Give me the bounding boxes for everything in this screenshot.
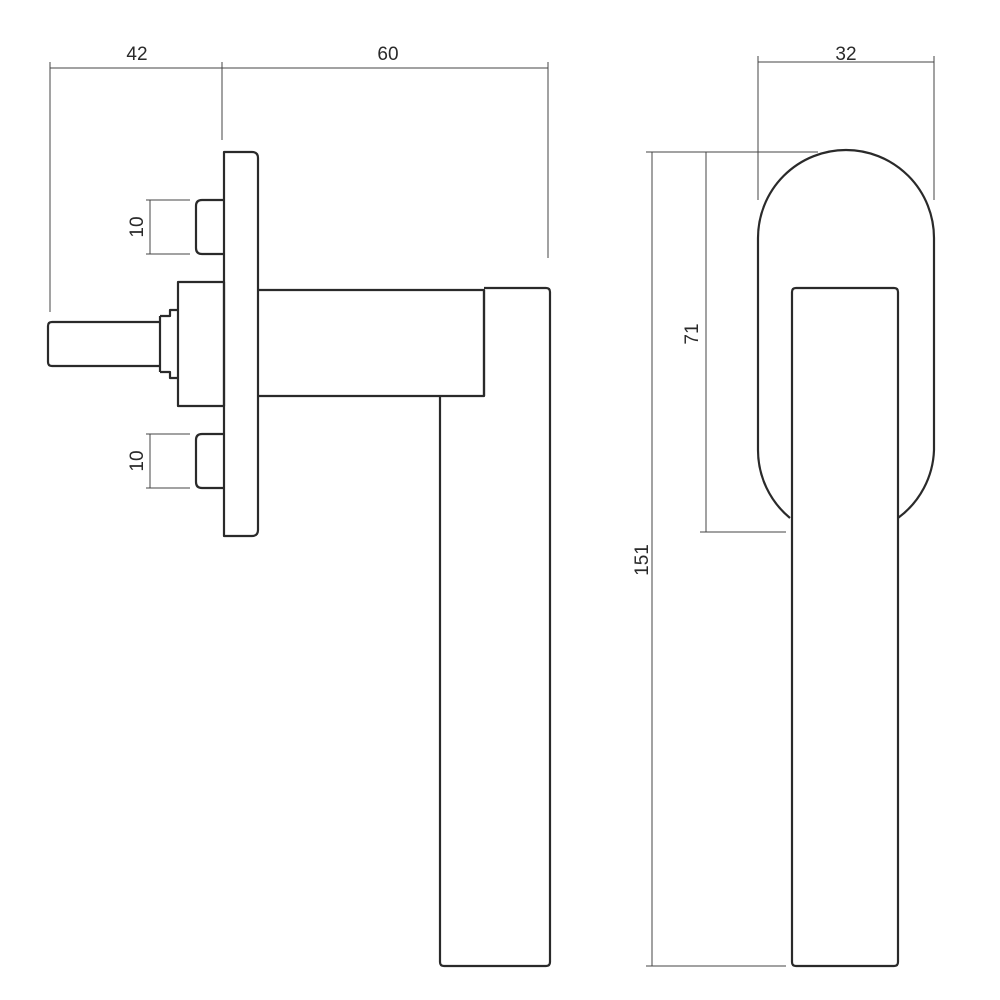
dimension-rose-height: 71 <box>682 151 818 533</box>
dimension-screw-lower: 10 <box>127 433 190 489</box>
handle-lever-front <box>790 286 900 968</box>
dimension-rose-width: 32 <box>757 44 935 200</box>
fixing-screw-upper <box>194 198 224 256</box>
dimension-label: 60 <box>377 44 398 65</box>
dimension-label: 10 <box>127 216 148 237</box>
spindle <box>46 320 160 368</box>
dimension-total-height: 151 <box>632 151 786 967</box>
front-view: 32 71 151 <box>632 44 936 968</box>
mounting-block <box>176 280 226 408</box>
handle-neck <box>258 288 486 398</box>
dimension-spindle-length: 42 <box>49 44 223 312</box>
dimension-label: 10 <box>127 450 148 471</box>
dimension-label: 42 <box>126 44 147 65</box>
spindle-collar <box>160 308 178 380</box>
dimension-label: 151 <box>632 544 653 576</box>
rose-plate <box>222 150 260 538</box>
handle-lever <box>438 286 552 968</box>
oval-rose <box>756 148 936 519</box>
dimension-label: 32 <box>835 44 856 65</box>
side-view: 42 60 10 10 <box>46 44 552 968</box>
dimension-handle-projection: 60 <box>222 44 549 258</box>
fixing-screw-lower <box>194 432 224 490</box>
dimension-label: 71 <box>682 323 703 344</box>
dimension-screw-upper: 10 <box>127 199 190 255</box>
